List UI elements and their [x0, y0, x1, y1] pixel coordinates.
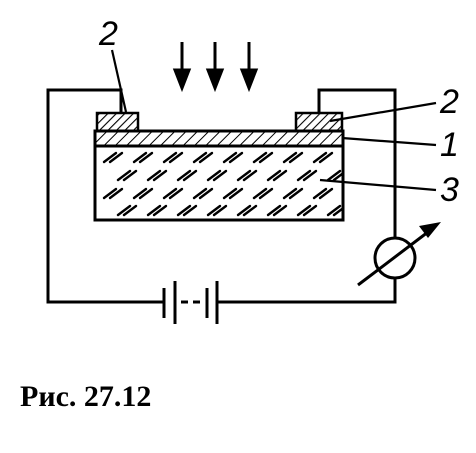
substrate-texture-mark: [206, 204, 222, 217]
substrate-texture-mark: [138, 151, 154, 164]
substrate-texture-mark: [272, 169, 288, 182]
substrate-texture-mark: [312, 187, 328, 200]
substrate-texture-mark: [198, 151, 214, 164]
substrate-texture-mark: [272, 204, 288, 217]
substrate-texture-mark: [302, 204, 318, 217]
substrate-texture-mark: [326, 169, 342, 182]
substrate-texture-mark: [236, 204, 252, 217]
substrate-texture-mark: [332, 206, 343, 217]
substrate-texture-mark: [162, 187, 178, 200]
label-contact-right: 2: [439, 83, 459, 121]
substrate-texture-mark: [252, 187, 268, 200]
substrate-texture-mark: [108, 151, 124, 164]
substrate-texture-mark: [192, 187, 208, 200]
substrate-texture-mark: [296, 169, 312, 182]
substrate-texture-mark: [102, 187, 118, 200]
left-contact: [95, 111, 140, 133]
substrate-texture-mark: [236, 169, 252, 182]
substrate-texture-mark: [152, 169, 168, 182]
arrow-down-icon: [239, 42, 259, 93]
semiconductor-film: [93, 129, 345, 148]
substrate-texture-mark: [282, 151, 298, 164]
substrate-texture-mark: [146, 204, 162, 217]
substrate-texture-mark: [318, 187, 334, 200]
substrate-texture-mark: [152, 204, 168, 217]
ammeter-icon: [357, 222, 441, 287]
substrate-texture-mark: [176, 169, 192, 182]
leader-lines: [110, 49, 437, 192]
substrate-texture-mark: [326, 204, 342, 217]
substrate-texture-mark: [318, 151, 334, 164]
substrate-texture-mark: [122, 169, 138, 182]
substrate-texture-mark: [312, 151, 328, 164]
substrate-texture-mark: [266, 169, 282, 182]
right-contact: [294, 111, 344, 133]
light-arrows: [172, 42, 259, 93]
substrate-texture-mark: [252, 151, 268, 164]
substrate-texture-mark: [288, 151, 304, 164]
substrate-texture-mark: [132, 151, 148, 164]
circuit-wires: [46, 88, 397, 304]
substrate-texture-mark: [222, 151, 238, 164]
figure-caption: Рис. 27.12: [20, 380, 152, 413]
substrate-texture-mark: [242, 169, 258, 182]
substrate-texture-mark: [176, 204, 192, 217]
label-substrate: 3: [440, 171, 459, 209]
label-film: 1: [440, 126, 459, 164]
substrate-texture-mark: [296, 204, 312, 217]
substrate-texture-mark: [182, 169, 198, 182]
substrate-texture-mark: [332, 171, 343, 182]
substrate-texture-mark: [138, 187, 154, 200]
substrate: [93, 144, 345, 222]
substrate-texture-mark: [288, 187, 304, 200]
substrate-texture-mark: [258, 187, 274, 200]
substrate-texture-mark: [102, 151, 118, 164]
substrate-texture-mark: [206, 169, 222, 182]
substrate-texture-mark: [266, 204, 282, 217]
battery-icon: [162, 281, 219, 324]
substrate-texture-mark: [108, 187, 124, 200]
substrate-texture-mark: [182, 204, 198, 217]
substrate-texture-mark: [228, 187, 244, 200]
arrow-down-icon: [205, 42, 225, 93]
substrate-texture-mark: [282, 187, 298, 200]
substrate-texture-mark: [242, 204, 258, 217]
arrow-down-icon: [172, 42, 192, 93]
substrate-texture-mark: [122, 204, 138, 217]
substrate-texture-mark: [192, 151, 208, 164]
substrate-texture-mark: [162, 151, 178, 164]
substrate-texture-mark: [212, 204, 228, 217]
substrate-texture-mark: [168, 187, 184, 200]
substrate-texture-mark: [116, 169, 132, 182]
substrate-texture-mark: [116, 204, 132, 217]
substrate-texture-mark: [198, 187, 214, 200]
substrate-texture-mark: [132, 187, 148, 200]
substrate-texture-mark: [146, 169, 162, 182]
substrate-texture-mark: [212, 169, 228, 182]
substrate-texture-mark: [302, 169, 318, 182]
substrate-texture-mark: [168, 151, 184, 164]
substrate-texture-mark: [222, 187, 238, 200]
label-contact-left: 2: [98, 15, 118, 53]
substrate-texture-mark: [258, 151, 274, 164]
substrate-texture-mark: [228, 151, 244, 164]
